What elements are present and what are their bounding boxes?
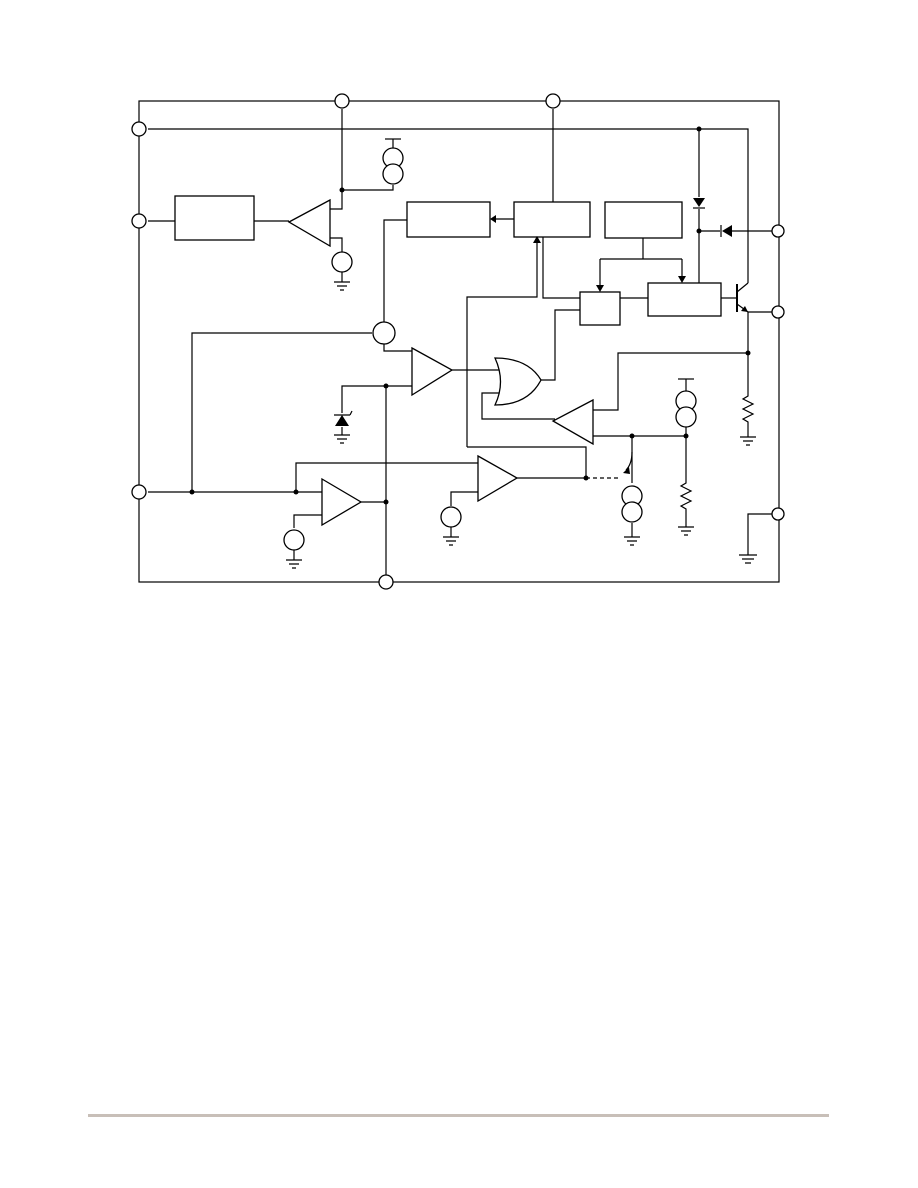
- ground-icon: [678, 526, 694, 536]
- ground-icon: [286, 550, 302, 569]
- npn-transistor-icon: [736, 282, 749, 313]
- junctions: [189, 126, 751, 505]
- pin-left-bottom: [131, 484, 147, 500]
- pin-top-left: [334, 93, 350, 109]
- middle-comparator: [477, 454, 519, 503]
- current-source-lower: [621, 485, 643, 523]
- diode-icon: [720, 225, 732, 237]
- pin-right-middle: [771, 305, 785, 319]
- pin-bottom: [378, 574, 394, 590]
- pwm-comparator: [411, 346, 454, 397]
- pin-right-top: [771, 224, 785, 238]
- zener-diode-icon: [334, 410, 353, 426]
- ground-icon: [739, 554, 757, 564]
- arrow-down-icon: [678, 276, 686, 283]
- reference-source: [283, 529, 305, 551]
- footer-rule: [88, 1114, 829, 1117]
- current-source-right: [675, 390, 697, 428]
- pin-left-middle: [131, 213, 147, 229]
- reference-source: [331, 251, 353, 273]
- ground-icon: [443, 527, 459, 546]
- arrow-up-icon: [533, 236, 541, 243]
- pin-left-top: [131, 121, 147, 137]
- diode-icon: [693, 198, 705, 209]
- block-left: [174, 195, 255, 241]
- block-driver: [647, 282, 722, 317]
- error-amplifier: [287, 198, 331, 248]
- arrow-down-icon: [596, 285, 604, 292]
- ground-icon: [624, 536, 640, 546]
- pin-top-right: [545, 93, 561, 109]
- dashed-arrow-head: [623, 467, 630, 474]
- block-top-right: [604, 201, 683, 239]
- or-gate: [493, 357, 542, 406]
- summing-node: [372, 321, 396, 345]
- ic-boundary: [138, 100, 780, 583]
- reference-source: [440, 506, 462, 528]
- resistor-icon: [679, 478, 693, 513]
- block-small: [579, 291, 621, 326]
- lower-comparator: [321, 477, 363, 527]
- block-top-middle: [406, 201, 491, 238]
- ground-icon: [740, 436, 756, 446]
- ground-icon: [334, 272, 350, 291]
- pin-right-bottom: [771, 507, 785, 521]
- arrow-left-icon: [490, 215, 496, 223]
- resistor-icon: [741, 390, 755, 425]
- dashed-arrow: [625, 451, 633, 471]
- block-top-control: [513, 201, 591, 238]
- current-source-top: [382, 147, 404, 185]
- current-sense-comparator: [551, 398, 594, 446]
- ground-icon: [334, 427, 350, 444]
